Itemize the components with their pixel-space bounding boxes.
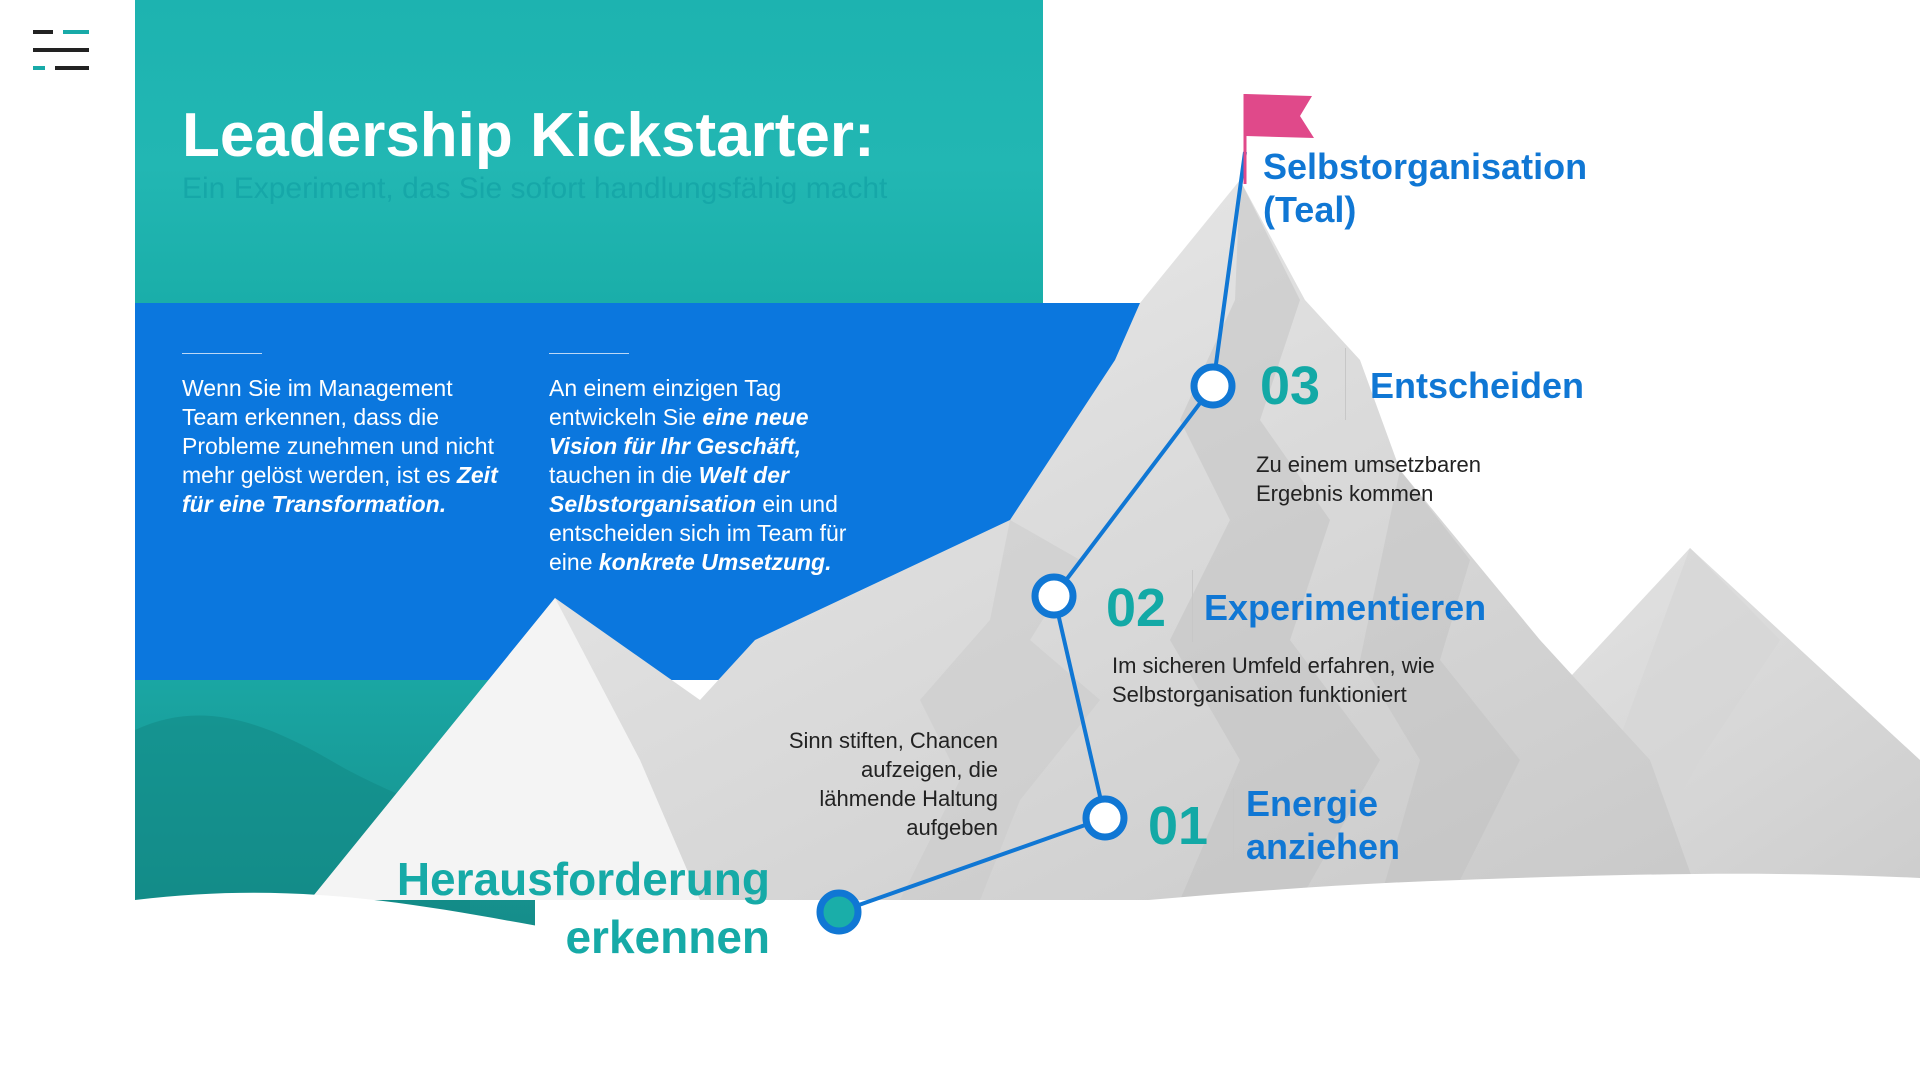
step-number-03: 03 — [1260, 356, 1321, 416]
step-number-02: 02 — [1106, 578, 1167, 638]
step-desc-01-line2: aufzeigen, die — [861, 757, 998, 782]
emphasis-text: eine neue Vision für Ihr Geschäft, — [549, 404, 809, 459]
step-desc-03-line2: Ergebnis kommen — [1256, 481, 1434, 506]
step-number-01: 01 — [1148, 796, 1209, 856]
node-start — [816, 889, 862, 935]
main-mountain — [310, 180, 1700, 900]
mountain-shadow-1 — [1170, 180, 1380, 900]
node-step-02 — [1031, 573, 1077, 619]
body-text: Wenn Sie im Management Team erkennen, da… — [182, 375, 494, 488]
step-divider-03 — [1345, 348, 1346, 420]
page-title: Leadership Kickstarter: — [182, 101, 875, 170]
divider-right — [549, 353, 629, 354]
step-desc-01-line1: Sinn stiften, Chancen — [788, 728, 998, 753]
step-desc-03: Zu einem umsetzbaren Ergebnis kommen — [1256, 450, 1481, 508]
step-desc-03-line1: Zu einem umsetzbaren — [1256, 452, 1481, 477]
mountain-light-face — [310, 598, 700, 900]
step-title-01-line2: anziehen — [1246, 826, 1401, 867]
peak-label-line1: Selbstorganisation — [1263, 146, 1588, 187]
mountain-shadow-2 — [900, 520, 1100, 900]
emphasis-text: Zeit für eine Transformation. — [182, 462, 498, 517]
peak-label-line2: (Teal) — [1263, 189, 1357, 230]
snow-foreground-left — [0, 900, 135, 1080]
peak-label: Selbstorganisation (Teal) — [1263, 145, 1587, 231]
step-title-01: Energie anziehen — [1246, 782, 1400, 868]
node-step-01 — [1082, 795, 1128, 841]
body-text: An einem einzigen Tag entwickeln Sie — [549, 375, 782, 430]
snow-foreground — [135, 873, 1920, 1080]
step-title-01-line1: Energie — [1246, 783, 1379, 824]
teal-header-panel — [135, 0, 1043, 303]
step-desc-02-line1: Im sicheren Umfeld erfahren, wie — [1112, 653, 1435, 678]
step-title-02: Experimentieren — [1204, 587, 1487, 628]
start-label: Herausforderung erkennen — [340, 850, 770, 966]
menu-lines-icon[interactable] — [33, 30, 89, 70]
step-desc-01: Sinn stiften, Chancen aufzeigen, die läh… — [720, 726, 998, 842]
start-label-line1: Herausforderung — [396, 853, 770, 905]
page-subtitle: Ein Experiment, das Sie sofort handlungs… — [182, 172, 888, 205]
intro-text-right: An einem einzigen Tag entwickeln Sie ein… — [549, 374, 879, 577]
body-text: ein und entscheiden sich im Team für ein… — [549, 491, 847, 575]
emphasis-text: konkrete Umsetzung. — [598, 549, 832, 575]
intro-text-left: Wenn Sie im Management Team erkennen, da… — [182, 374, 512, 519]
step-desc-02: Im sicheren Umfeld erfahren, wie Selbsto… — [1112, 651, 1435, 709]
mountain-shadow-3 — [1360, 470, 1520, 900]
start-label-line2: erkennen — [565, 911, 770, 963]
node-step-03 — [1190, 363, 1236, 409]
body-text: tauchen in die — [549, 462, 699, 488]
step-desc-01-line4: aufgeben — [906, 815, 998, 840]
step-title-03: Entscheiden — [1370, 365, 1585, 406]
step-desc-01-line3: lähmende Haltung — [819, 786, 998, 811]
flag-icon — [1243, 94, 1314, 184]
step-desc-02-line2: Selbstorganisation funktioniert — [1112, 682, 1407, 707]
step-divider-01 — [1233, 788, 1234, 860]
emphasis-text: Welt der Selbstorganisation — [549, 462, 789, 517]
step-divider-02 — [1192, 570, 1193, 642]
divider-left — [182, 353, 262, 354]
